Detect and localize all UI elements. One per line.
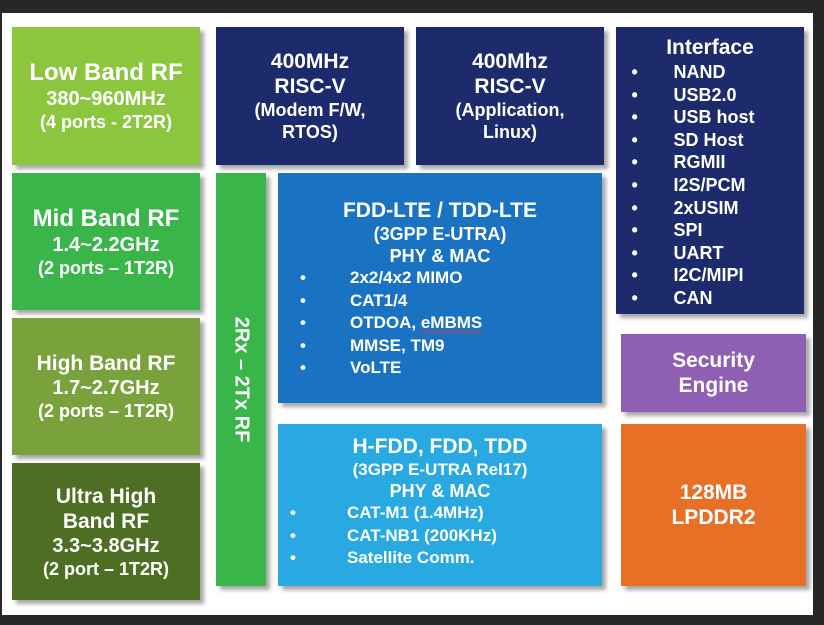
interface-title: Interface	[666, 36, 754, 59]
nb-layers: PHY & MAC	[389, 481, 491, 501]
low-band-ports: (4 ports - 2T2R)	[39, 112, 172, 132]
lte-feature-list: 2x2/4x2 MIMO CAT1/4 OTDOA, eMBMS MMSE, T…	[300, 267, 482, 380]
riscv-modem-core: RISC-V	[274, 75, 346, 98]
lte-feature-mimo: 2x2/4x2 MIMO	[300, 267, 482, 290]
low-band-rf-block: Low Band RF 380~960MHz (4 ports - 2T2R)	[12, 27, 200, 165]
interface-item-i2s-pcm: I2S/PCM	[632, 174, 755, 197]
lte-modem-block: FDD-LTE / TDD-LTE (3GPP E-UTRA) PHY & MA…	[278, 173, 602, 403]
security-engine-block: Security Engine	[621, 334, 806, 412]
security-line-2: Engine	[678, 374, 749, 397]
nb-title: H-FDD, FDD, TDD	[352, 435, 528, 458]
riscv-modem-role-1: (Modem F/W,	[254, 100, 366, 120]
low-band-title: Low Band RF	[29, 59, 183, 86]
riscv-application-block: 400Mhz RISC-V (Application, Linux)	[416, 27, 604, 165]
low-band-range: 380~960MHz	[46, 88, 166, 110]
interface-item-rgmii: RGMII	[632, 151, 755, 174]
security-line-1: Security	[672, 349, 755, 372]
interface-item-nand: NAND	[632, 61, 755, 84]
interface-list: NAND USB2.0 USB host SD Host RGMII I2S/P…	[632, 61, 755, 310]
memory-block: 128MB LPDDR2	[621, 424, 806, 586]
mid-band-rf-block: Mid Band RF 1.4~2.2GHz (2 ports – 1T2R)	[12, 173, 200, 310]
interface-item-spi: SPI	[632, 219, 755, 242]
mid-band-title: Mid Band RF	[32, 204, 180, 232]
lte-feature-volte: VoLTE	[300, 357, 482, 380]
interface-item-i2c-mipi: I2C/MIPI	[632, 264, 755, 287]
memory-size: 128MB	[679, 481, 748, 504]
mid-band-range: 1.4~2.2GHz	[52, 233, 160, 256]
interface-item-usb2: USB2.0	[632, 84, 755, 107]
interface-item-usim: 2xUSIM	[632, 197, 755, 220]
interface-item-uart: UART	[632, 242, 755, 265]
interface-item-sd-host: SD Host	[632, 129, 755, 152]
interface-item-usb-host: USB host	[632, 106, 755, 129]
nb-standard: (3GPP E-UTRA Rel17)	[352, 460, 528, 479]
lte-feature-otdoa-text: OTDOA,	[350, 313, 421, 333]
nb-feature-satellite: Satellite Comm.	[290, 547, 497, 570]
nb-feature-cat-m1: CAT-M1 (1.4MHz)	[290, 502, 497, 525]
mid-band-ports: (2 ports – 1T2R)	[37, 257, 175, 278]
lte-feature-otdoa: OTDOA, eMBMS	[300, 312, 482, 335]
ultra-high-band-rf-block: Ultra High Band RF 3.3~3.8GHz (2 port – …	[12, 463, 200, 600]
high-band-rf-block: High Band RF 1.7~2.7GHz (2 ports – 1T2R)	[12, 318, 200, 455]
interface-item-can: CAN	[632, 287, 755, 310]
high-band-range: 1.7~2.7GHz	[52, 377, 160, 399]
ultra-high-band-title-2: Band RF	[62, 509, 150, 533]
lte-feature-cat: CAT1/4	[300, 290, 482, 313]
interface-block: Interface NAND USB2.0 USB host SD Host R…	[616, 27, 804, 314]
ultra-high-band-range: 3.3~3.8GHz	[52, 534, 160, 557]
riscv-app-freq: 400Mhz	[472, 50, 548, 73]
nb-feature-cat-nb1: CAT-NB1 (200KHz)	[290, 525, 497, 548]
nbiot-catm-block: H-FDD, FDD, TDD (3GPP E-UTRA Rel17) PHY …	[278, 424, 602, 586]
lte-standard: (3GPP E-UTRA)	[373, 224, 507, 244]
rf-transceiver-bar: 2Rx – 2Tx RF	[216, 173, 266, 586]
riscv-app-core: RISC-V	[474, 75, 546, 98]
high-band-ports: (2 ports – 1T2R)	[37, 401, 175, 421]
architecture-diagram: Low Band RF 380~960MHz (4 ports - 2T2R) …	[2, 13, 813, 615]
lte-feature-embms: eMBMS	[420, 313, 483, 333]
riscv-modem-freq: 400MHz	[270, 50, 350, 73]
memory-type: LPDDR2	[671, 506, 756, 529]
high-band-title: High Band RF	[36, 352, 176, 375]
riscv-modem-role-2: RTOS)	[282, 122, 338, 142]
riscv-modem-block: 400MHz RISC-V (Modem F/W, RTOS)	[216, 27, 404, 165]
lte-feature-mmse: MMSE, TM9	[300, 335, 482, 358]
nb-feature-list: CAT-M1 (1.4MHz) CAT-NB1 (200KHz) Satelli…	[290, 502, 497, 570]
ultra-high-band-title-1: Ultra High	[55, 484, 157, 508]
rf-transceiver-label: 2Rx – 2Tx RF	[230, 316, 253, 443]
riscv-app-role-1: (Application,	[455, 100, 565, 120]
riscv-app-role-2: Linux)	[483, 122, 537, 142]
lte-title: FDD-LTE / TDD-LTE	[342, 199, 537, 222]
ultra-high-band-ports: (2 port – 1T2R)	[42, 558, 170, 579]
lte-layers: PHY & MAC	[389, 246, 491, 266]
